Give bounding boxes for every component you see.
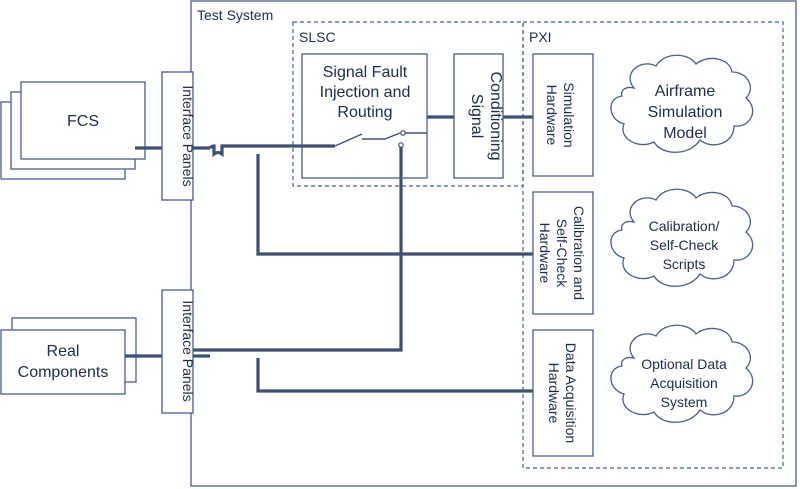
fcs-box xyxy=(20,81,146,160)
real-components-label-line1: Real xyxy=(47,343,80,360)
daq-hardware-line2: Hardware xyxy=(546,363,562,424)
signal-fault-line3: Routing xyxy=(337,104,392,121)
optional-daq-cloud-line3: System xyxy=(661,394,708,410)
interface-panel-top: Interface Panels xyxy=(161,71,196,201)
fcs-stack: FCS xyxy=(0,81,146,180)
simulation-hardware-line1: Simulation xyxy=(561,82,577,147)
optional-daq-cloud-line2: Acquisition xyxy=(650,375,718,391)
airframe-cloud: Airframe Simulation Model xyxy=(610,54,754,153)
calibration-cloud-line2: Self-Check xyxy=(650,237,719,253)
airframe-cloud-line3: Model xyxy=(663,125,707,142)
fcs-label: FCS xyxy=(67,113,99,130)
calibration-hardware-box: Calibration and Self-Check Hardware xyxy=(532,191,594,315)
interface-panel-top-label: Interface Panels xyxy=(180,85,196,186)
real-components-box xyxy=(0,329,126,395)
slsc-title: SLSC xyxy=(299,29,336,45)
pxi-title: PXI xyxy=(529,29,552,45)
simulation-hardware-line2: Hardware xyxy=(544,85,560,146)
airframe-cloud-line1: Airframe xyxy=(655,83,716,100)
signal-fault-box: Signal Fault Injection and Routing xyxy=(301,53,428,179)
signal-conditioning-line2: Conditioning xyxy=(487,72,504,161)
optional-daq-cloud-line1: Optional Data xyxy=(641,356,727,372)
daq-hardware-line1: Data Acquisition xyxy=(563,343,579,443)
calibration-cloud: Calibration/ Self-Check Scripts xyxy=(610,188,754,287)
signal-conditioning-box: Signal Conditioning xyxy=(453,53,504,179)
interface-panel-bottom: Interface Panels xyxy=(161,289,196,414)
calibration-cloud-line3: Scripts xyxy=(663,256,706,272)
signal-conditioning-line1: Signal xyxy=(468,94,485,138)
signal-fault-line2: Injection and xyxy=(320,84,411,101)
real-components-stack: Real Components xyxy=(0,317,137,395)
real-components-label-line2: Components xyxy=(18,364,109,381)
signal-fault-line1: Signal Fault xyxy=(323,64,408,81)
pxi-region xyxy=(522,21,784,469)
calibration-cloud-line1: Calibration/ xyxy=(649,218,720,234)
daq-hardware-box: Data Acquisition Hardware xyxy=(532,329,594,457)
calibration-hardware-line3: Hardware xyxy=(537,223,553,284)
interface-panel-bottom-label: Interface Panels xyxy=(180,300,196,401)
wiring xyxy=(125,115,533,393)
test-system-title: Test System xyxy=(197,7,273,23)
simulation-hardware-box: Simulation Hardware xyxy=(532,53,594,177)
optional-daq-cloud: Optional Data Acquisition System xyxy=(610,324,754,423)
airframe-cloud-line2: Simulation xyxy=(648,104,723,121)
calibration-hardware-line2: Self-Check xyxy=(554,219,570,288)
calibration-hardware-line1: Calibration and xyxy=(571,206,587,300)
